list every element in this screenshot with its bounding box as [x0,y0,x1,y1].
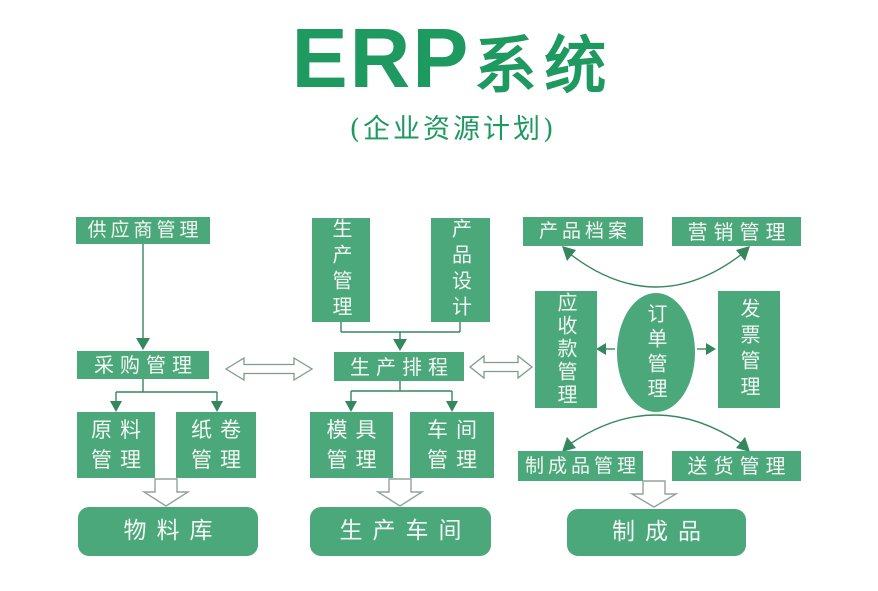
connector-purchasing-split [110,379,223,412]
arc-order-to-bottom-boxes [562,414,750,452]
node-product-archive: 产品档案 [523,217,643,246]
node-paper-roll-line1: 纸卷 [191,417,249,442]
arrow-supplier-to-purchasing [136,244,150,350]
node-paper-roll-management: 纸卷 管理 [176,412,256,478]
node-workshop-management: 车间 管理 [410,412,494,478]
node-production-scheduling: 生产排程 [334,352,464,381]
node-workshop-line1: 车间 [427,417,485,442]
arc-order-to-top-boxes [562,246,750,288]
title-row: ERP 系统 [14,16,878,100]
node-workshop-line2: 管理 [427,448,485,472]
node-receivables-management: 应收款管理 [535,291,597,408]
node-order-management: 订单管理 [617,293,695,412]
node-finished-goods: 制成品 [567,509,746,556]
node-invoice-management: 发票管理 [718,291,780,408]
node-marketing-management: 营销管理 [672,217,801,246]
node-product-design: 产品设计 [431,218,490,322]
node-raw-material-line1: 原料 [91,417,149,442]
block-arrow-to-material-warehouse [141,478,191,507]
node-raw-material-line2: 管理 [91,448,149,472]
connector-scheduling-split [345,381,458,412]
arrow-order-to-receivables [596,343,615,355]
title-system: 系统 [474,29,615,102]
subtitle: (企业资源计划) [349,114,557,145]
block-arrow-to-finished-goods [629,480,679,508]
connector-production-to-scheduling [340,322,461,351]
node-paper-roll-line2: 管理 [191,448,249,472]
double-arrow-purchasing-scheduling [224,356,314,382]
node-production-management: 生产管理 [312,218,370,322]
node-purchasing-management: 采购管理 [77,351,209,379]
node-mold-line2: 管理 [326,448,385,472]
block-arrow-to-production-workshop [375,478,425,507]
node-finished-goods-management: 制成品管理 [518,451,643,481]
title-erp: ERP [291,11,471,105]
node-mold-line1: 模具 [326,417,385,442]
page-title: ERP 系统 (企业资源计划) [14,16,878,143]
node-production-workshop: 生产车间 [310,507,491,556]
node-delivery-management: 送货管理 [672,451,801,481]
node-supplier-management: 供应商管理 [76,217,210,244]
node-mold-management: 模具 管理 [310,412,393,478]
double-arrow-scheduling-receivables [468,354,534,380]
node-raw-material-management: 原料 管理 [77,412,155,478]
arrow-order-to-invoice [697,343,716,355]
node-material-warehouse: 物料库 [78,507,258,556]
